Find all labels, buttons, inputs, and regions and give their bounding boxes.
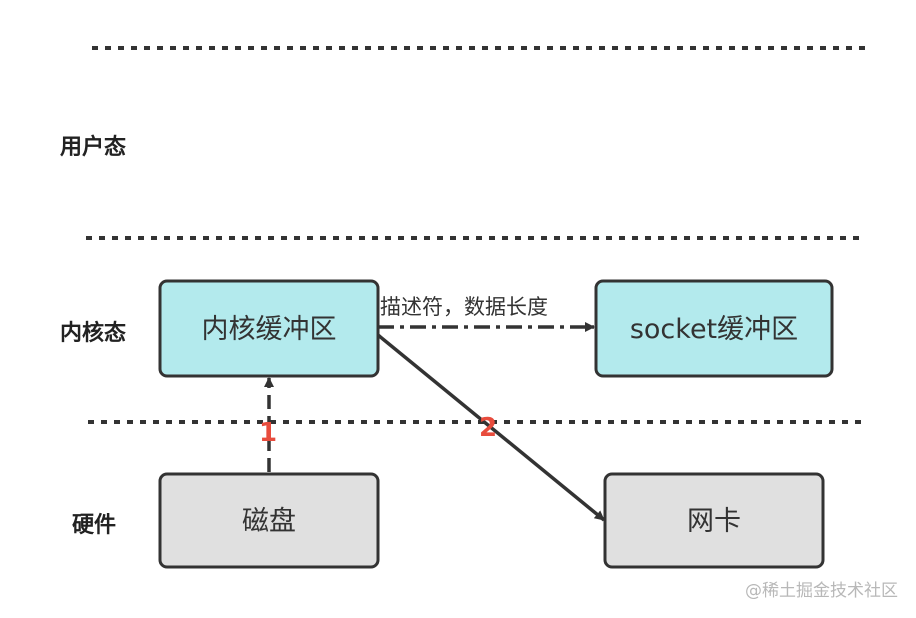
node-disk: 磁盘 [158, 472, 380, 569]
layer-label-hardware: 硬件 [72, 513, 116, 538]
node-nic: 网卡 [603, 472, 825, 569]
layer-label-kernel: 内核态 [60, 320, 126, 346]
watermark: @稀土掘金技术社区 [745, 581, 898, 601]
node-socket-buffer: socket缓冲区 [594, 279, 834, 378]
node-socket-buffer-label: socket缓冲区 [630, 314, 798, 345]
node-kernel-buffer: 内核缓冲区 [158, 279, 380, 378]
layer-label-user: 用户态 [60, 134, 126, 160]
edge-label-descriptor: 描述符，数据长度 [380, 295, 548, 319]
node-nic-label: 网卡 [687, 506, 741, 537]
step-label-1: 1 [259, 418, 277, 448]
node-disk-label: 磁盘 [242, 506, 296, 537]
node-kernel-buffer-label: 内核缓冲区 [202, 314, 337, 345]
edge-kernel-buffer-to-nic [376, 333, 606, 522]
step-label-2: 2 [479, 413, 497, 443]
